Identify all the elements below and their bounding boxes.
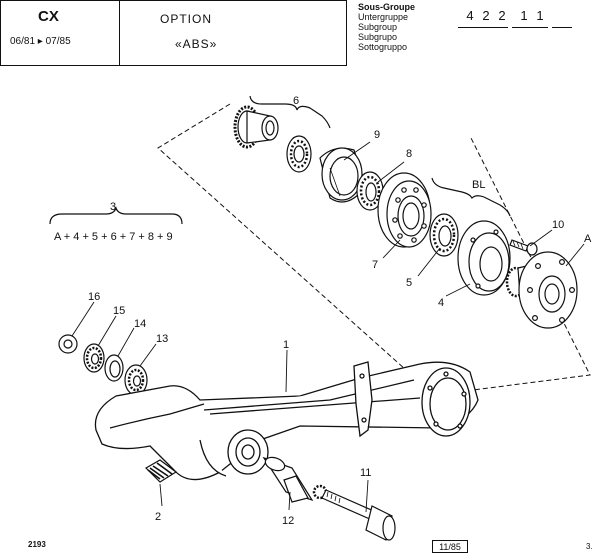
part-9-housing-cup xyxy=(319,147,367,203)
part-1-trailing-arm xyxy=(94,361,479,481)
model-name: CX xyxy=(38,8,59,25)
part-6-tone-wheel xyxy=(233,105,279,149)
callout-16: 16 xyxy=(88,291,100,303)
callout-5: 5 xyxy=(406,277,412,289)
code-underline-2 xyxy=(512,27,548,28)
callout-12: 12 xyxy=(282,515,294,527)
subgroup-code-digit-4: 1 xyxy=(520,8,528,23)
callout-4: 4 xyxy=(438,297,444,309)
callout-8: 8 xyxy=(406,148,412,160)
part-14-ring xyxy=(104,354,124,382)
part-6-bearing xyxy=(286,135,312,173)
part-1-arm-flange xyxy=(421,367,471,437)
page-reference-code: 2193 xyxy=(28,540,46,549)
callout-3: 3 xyxy=(110,201,116,213)
bracket-group-6 xyxy=(249,95,331,129)
bracket-group-bl xyxy=(431,177,511,217)
subgroup-code-digit-5: 1 xyxy=(536,8,544,23)
group-brackets xyxy=(49,95,511,225)
code-underline-3 xyxy=(552,27,572,28)
callout-1: 1 xyxy=(283,339,289,351)
part-a-wheel-hub xyxy=(505,251,578,329)
part-7-flange-plate xyxy=(377,172,432,248)
callout-14: 14 xyxy=(134,318,146,330)
callout-13: 13 xyxy=(156,333,168,345)
subgroup-label-de: Untergruppe xyxy=(358,12,409,22)
option-box xyxy=(119,0,347,66)
bracket-group-3 xyxy=(49,206,183,225)
edition-date-plate: 11/85 xyxy=(432,540,468,553)
callout-10: 10 xyxy=(552,219,564,231)
page-number: 3. xyxy=(586,542,593,551)
option-title: OPTION xyxy=(160,12,213,26)
part-13-bearing xyxy=(124,364,148,396)
part-11-bolt xyxy=(321,489,396,541)
callout-7: 7 xyxy=(372,259,378,271)
subgroup-code-digit-1: 4 xyxy=(466,8,474,23)
part-12-sleeve xyxy=(262,456,328,503)
subgroup-label-en: Subgroup xyxy=(358,22,398,32)
part-5-seal-ring xyxy=(429,213,459,257)
subgroup-label-it: Sottogruppo xyxy=(358,42,408,52)
part-16-nut xyxy=(58,334,78,354)
callout-2: 2 xyxy=(155,511,161,523)
header-block: CX 06/81 ▸ 07/85 OPTION «ABS» Sous-Group… xyxy=(0,0,600,68)
subgroup-label-es: Subgrupo xyxy=(358,32,398,42)
production-dates: 06/81 ▸ 07/85 xyxy=(10,36,71,47)
part-4-bearing-housing xyxy=(457,220,511,296)
callout-bl: BL xyxy=(472,179,485,191)
part-10-bolt xyxy=(509,239,538,256)
callout-6: 6 xyxy=(293,95,299,107)
subgroup-code-digit-3: 2 xyxy=(498,8,506,23)
callout-11: 11 xyxy=(360,467,371,479)
subgroup-label-fr: Sous-Groupe xyxy=(358,2,416,12)
part-8-bearing-ring xyxy=(356,171,384,211)
group-3-formula: A + 4 + 5 + 6 + 7 + 8 + 9 xyxy=(54,231,173,243)
callout-9: 9 xyxy=(374,129,380,141)
part-15-bearing xyxy=(83,343,105,373)
callout-15: 15 xyxy=(113,305,125,317)
callout-leader-lines xyxy=(71,141,585,513)
part-2-rubber-pad xyxy=(145,459,178,483)
code-underline-1 xyxy=(458,27,508,28)
subgroup-code-digit-2: 2 xyxy=(482,8,490,23)
option-subtitle: «ABS» xyxy=(175,37,218,51)
assembly-dashed-outline xyxy=(157,103,591,396)
callout-a: A xyxy=(584,233,592,245)
